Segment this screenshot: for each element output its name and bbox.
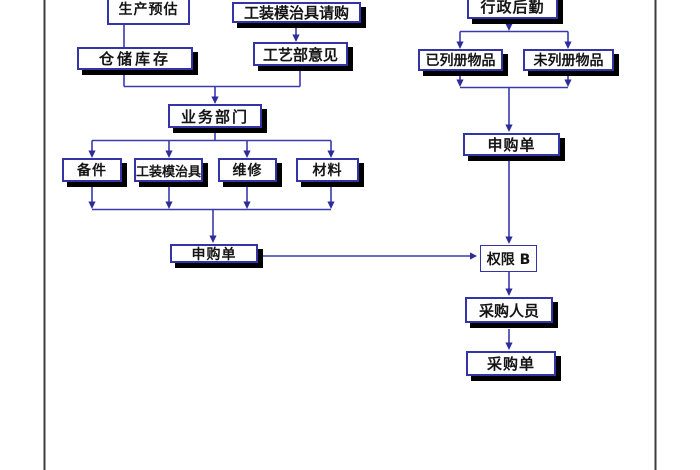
- node-production-estimate: 生产预估: [107, 0, 190, 25]
- node-maintenance: 维修: [218, 158, 277, 182]
- node-warehouse-inventory: 仓储库存: [77, 47, 193, 70]
- node-admin-logistics: 行政后勤: [467, 0, 558, 19]
- node-spare-parts: 备件: [62, 158, 122, 182]
- node-process-dept-opinion: 工艺部意见: [253, 42, 348, 66]
- node-tooling: 工装模治具: [134, 158, 203, 182]
- node-materials: 材料: [296, 158, 359, 182]
- node-business-department: 业务部门: [168, 104, 262, 128]
- node-purchase-order: 采购单: [466, 351, 556, 376]
- node-listed-items: 已列册物品: [418, 49, 503, 71]
- node-requisition-right: 申购单: [463, 133, 560, 156]
- node-requisition-left: 申购单: [170, 244, 258, 263]
- node-authority-b: 权限 B: [480, 245, 537, 272]
- flow-arrowheads: [88, 23, 572, 350]
- node-unlisted-items: 未列册物品: [523, 49, 614, 71]
- flow-connectors: [91, 19, 569, 344]
- node-purchasing-staff: 采购人员: [465, 297, 553, 323]
- node-tooling-purchase-request: 工装模治具请购: [232, 2, 361, 23]
